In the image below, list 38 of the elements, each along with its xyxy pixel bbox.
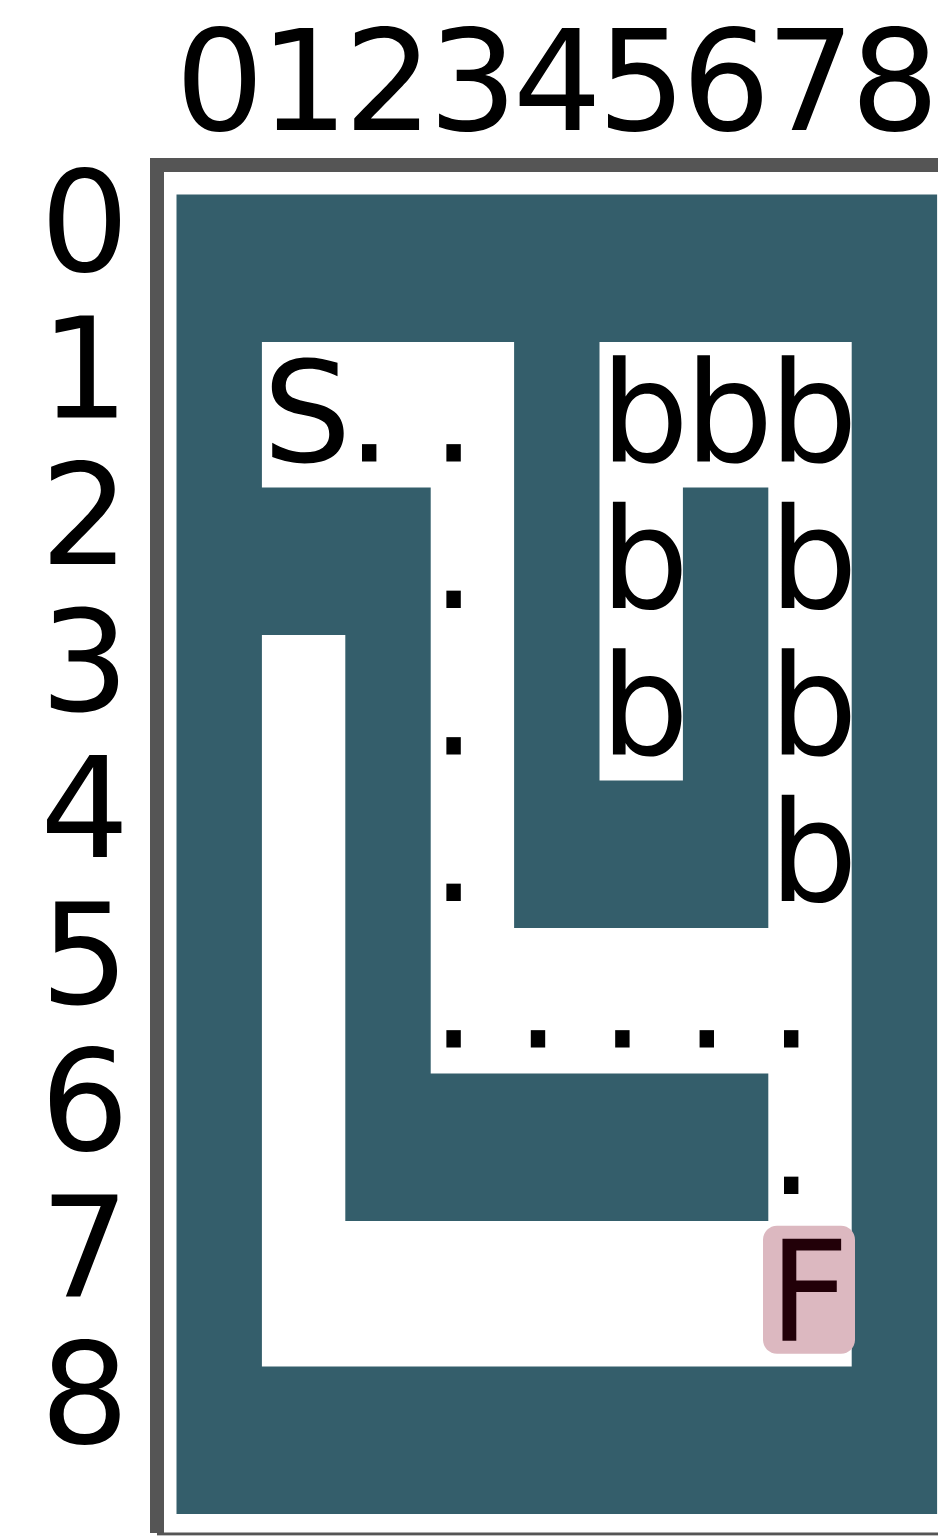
column-number: 3: [439, 26, 507, 132]
maze-symbol: .: [784, 1030, 799, 1048]
maze-symbol: .: [446, 737, 461, 755]
maze-symbol: .: [615, 1030, 630, 1048]
maze-symbol: S: [271, 357, 344, 464]
row-number: 3: [50, 606, 119, 713]
row-number: 0: [49, 167, 120, 273]
row-number: 6: [49, 1046, 121, 1152]
row-number: 4: [47, 754, 122, 857]
row-number: 2: [50, 460, 116, 564]
finish-cell: F: [763, 1225, 855, 1354]
column-number: 4: [519, 27, 594, 130]
maze-symbol: .: [446, 883, 461, 901]
row-number: 1: [55, 315, 117, 418]
row-number: 7: [51, 1194, 118, 1297]
maze-symbol: b: [781, 501, 851, 610]
maze-symbol: b: [697, 355, 766, 464]
maze-symbol: b: [781, 648, 851, 757]
column-number: 1: [275, 27, 336, 130]
maze-symbol: .: [362, 444, 377, 462]
column-number: 7: [777, 27, 844, 130]
maze-symbol: b: [781, 355, 851, 464]
maze-symbol: .: [530, 1030, 546, 1048]
maze-symbol: .: [446, 590, 461, 608]
column-number: 8: [859, 26, 930, 132]
row-number: 5: [51, 901, 118, 1006]
maze-symbol: b: [612, 501, 682, 610]
column-number: 0: [184, 26, 255, 132]
maze-symbol: b: [612, 648, 682, 757]
column-number: 6: [691, 26, 762, 132]
maze-symbol: b: [781, 794, 851, 903]
maze-symbol: b: [612, 355, 682, 464]
column-number: 5: [608, 27, 675, 132]
maze-symbol: .: [446, 1030, 461, 1048]
row-number: 8: [49, 1339, 120, 1445]
column-number: 2: [354, 26, 420, 130]
maze-symbol: .: [699, 1030, 714, 1048]
maze-symbol: .: [446, 444, 461, 462]
